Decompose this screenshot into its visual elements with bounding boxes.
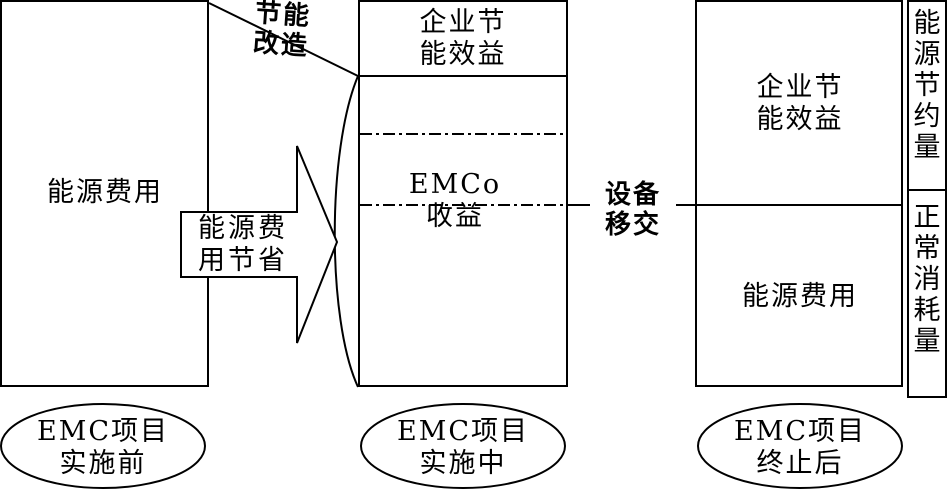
savings-arrow bbox=[180, 145, 339, 344]
before-caption-ellipse bbox=[0, 403, 206, 489]
during-emco-benefit-label: EMCo 收益 bbox=[408, 169, 502, 232]
before-caption: EMC项目 实施前 bbox=[36, 416, 169, 479]
during-caption-ellipse bbox=[360, 403, 566, 489]
side-saving-label: 能源节约量 bbox=[913, 8, 941, 163]
arrow-label: 能源费 用节省 bbox=[198, 213, 288, 276]
after-column-box bbox=[695, 0, 903, 387]
after-caption-ellipse bbox=[697, 403, 903, 489]
during-column-box bbox=[358, 0, 568, 387]
transfer-label: 设备 移交 bbox=[590, 180, 676, 240]
side-bar-box bbox=[907, 0, 947, 398]
during-caption: EMC项目 实施中 bbox=[396, 416, 529, 479]
after-energy-cost-label: 能源费用 bbox=[742, 281, 858, 312]
side-normal-label: 正常消耗量 bbox=[913, 202, 941, 357]
before-energy-cost-label: 能源费用 bbox=[47, 177, 163, 208]
before-energy-cost-box bbox=[0, 0, 209, 387]
retrofit-line bbox=[208, 2, 359, 77]
curved-bracket bbox=[333, 75, 359, 388]
after-caption: EMC项目 终止后 bbox=[733, 416, 866, 479]
retrofit-label: 节能 改造 bbox=[251, 0, 313, 62]
during-enterprise-benefit-label: 企业节 能效益 bbox=[419, 7, 507, 70]
after-enterprise-benefit-label: 企业节 能效益 bbox=[756, 72, 844, 135]
